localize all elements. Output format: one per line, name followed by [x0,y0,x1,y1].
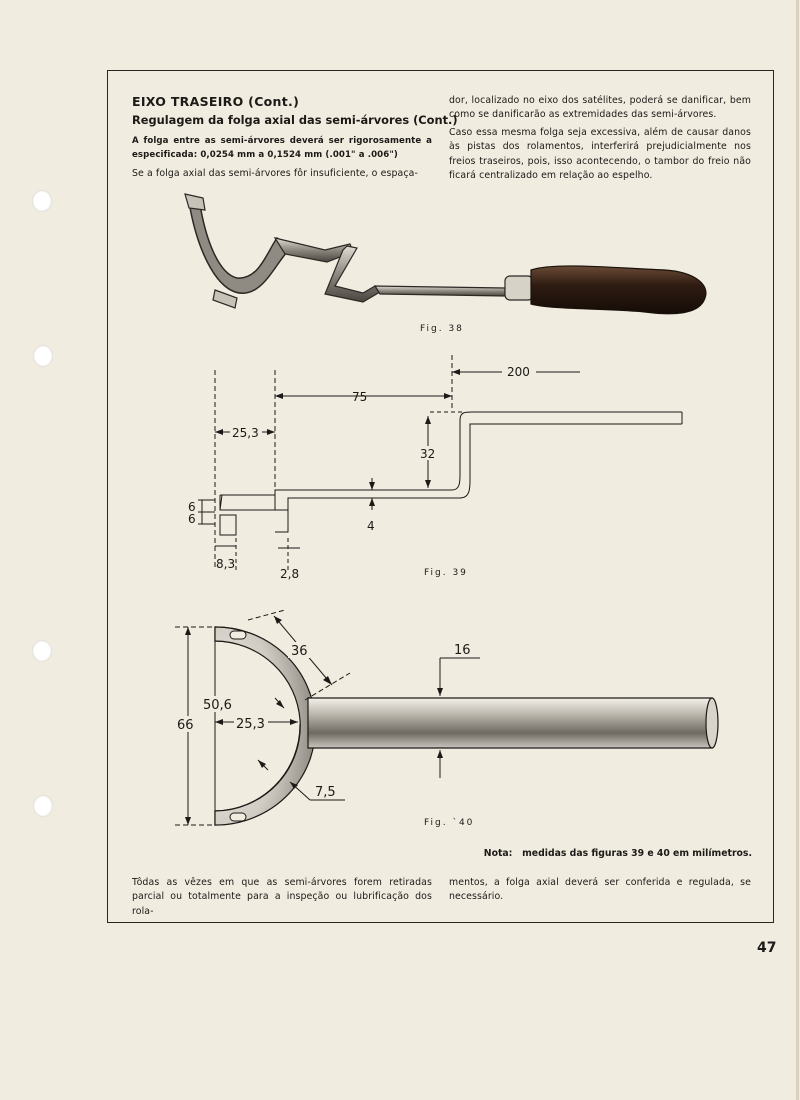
binder-hole [32,190,52,212]
figure-40-caption: Fig. `40 [424,818,475,828]
fig39-dim-75: 75 [352,390,367,404]
figure-38-caption: Fig. 38 [420,324,464,334]
footer-paragraph-right: mentos, a folga axial deverá ser conferi… [449,877,751,903]
binder-hole [32,640,52,662]
fig39-dim-6b: 6 [188,512,196,526]
fig39-dim-4: 4 [367,519,375,533]
spec-paragraph: A folga entre as semi-árvores deverá ser… [132,136,432,160]
section-subtitle: Regulagem da folga axial das semi-árvore… [132,113,458,127]
fig40-dim-50-6: 50,6 [203,698,232,713]
page-number: 47 [757,940,777,956]
fig39-dim-2-8: 2,8 [280,567,299,581]
fig39-dim-8-3: 8,3 [216,557,235,571]
note-text: medidas das figuras 39 e 40 em milímetro… [522,848,752,859]
figure-38-tool-photo [184,193,707,315]
figure-40-dimension-drawing: 36 16 50,6 66 25,3 7,5 [175,609,719,826]
intro-paragraph-right-2: Caso essa mesma folga seja excessiva, al… [449,127,751,181]
page-edge [796,0,799,1100]
binder-hole [33,345,53,367]
content-frame [107,70,774,923]
fig40-dim-36: 36 [291,644,308,659]
fig40-dim-25-3: 25,3 [236,717,265,732]
binder-hole [33,795,53,817]
fig39-dim-25-3: 25,3 [232,426,259,440]
figure-39-dimension-drawing: 200 75 25,3 32 6 6 4 8,3 2,8 [188,355,683,581]
measurement-note: Nota: medidas das figuras 39 e 40 em mil… [484,848,752,859]
fig39-dim-6a: 6 [188,500,196,514]
fig39-dim-32: 32 [420,447,435,461]
fig40-dim-66: 66 [177,718,194,733]
fig40-dim-7-5: 7,5 [315,785,336,800]
section-title: EIXO TRASEIRO (Cont.) [132,94,300,109]
fig40-dim-16: 16 [454,643,471,658]
figure-39-caption: Fig. 39 [424,568,468,578]
note-label: Nota: [483,848,513,859]
footer-paragraph-left: Tôdas as vêzes em que as semi-árvores fo… [132,877,432,917]
intro-paragraph-right: dor, localizado no eixo dos satélites, p… [449,95,751,121]
intro-paragraph-left: Se a folga axial das semi-árvores fôr in… [132,168,418,179]
fig39-dim-200: 200 [507,365,530,379]
